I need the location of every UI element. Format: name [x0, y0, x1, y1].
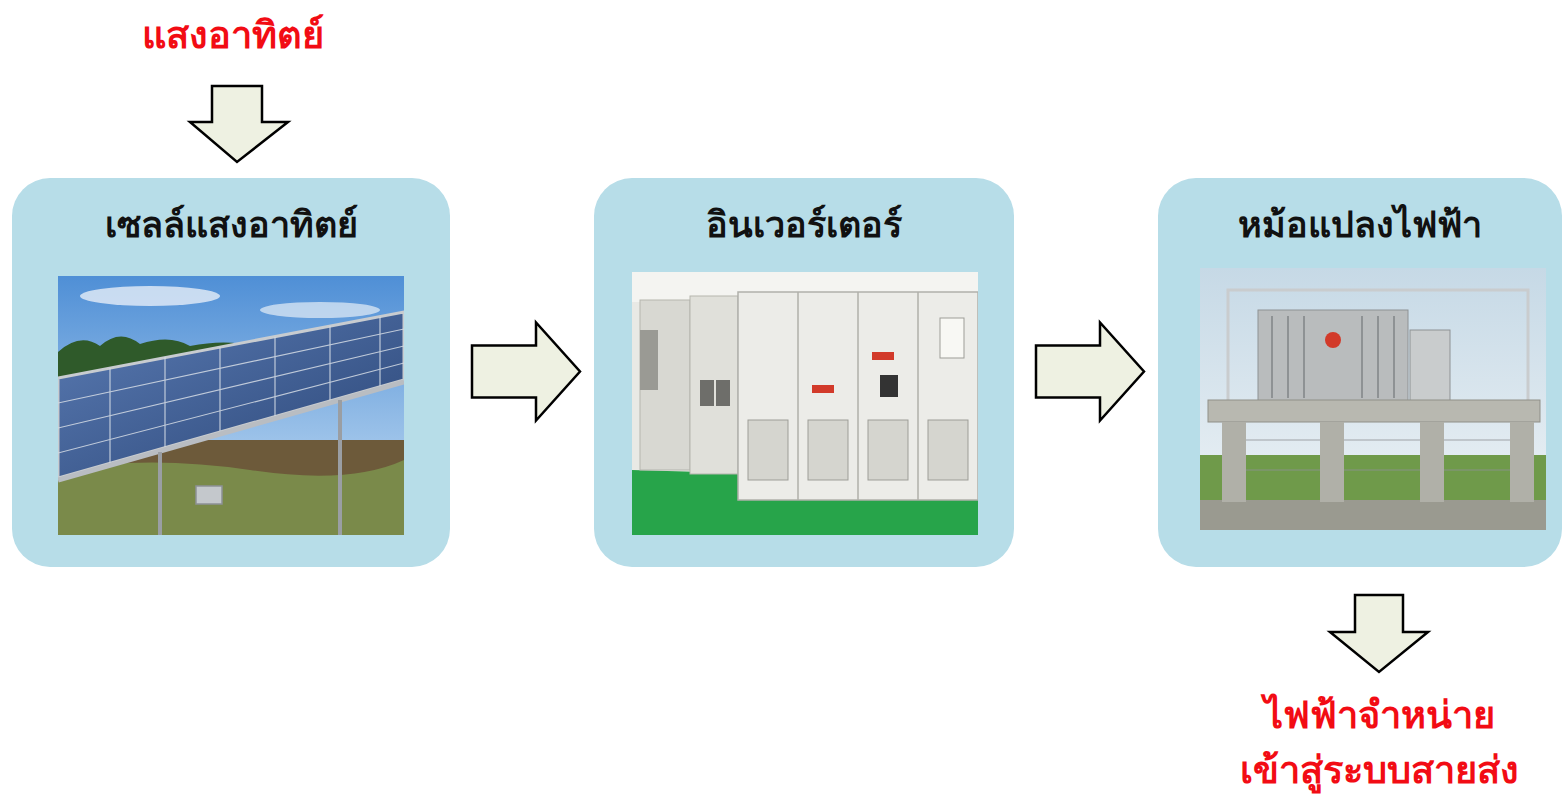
inverter-photo-part [917, 292, 919, 500]
solar-panel-photo-part [164, 357, 165, 447]
solar-panel-photo-part [58, 363, 404, 453]
inverter-photo-part [868, 420, 908, 480]
block-arrow [472, 323, 580, 421]
solar-panel-photo-part [196, 486, 222, 504]
solar-panel-photo-part [58, 276, 404, 535]
transformer-photo-part [1510, 422, 1534, 502]
inverter-photo-part [928, 420, 968, 480]
transformer-photo-part [1420, 422, 1444, 502]
solar-panel-photo-part [109, 368, 110, 463]
solar-panel-photo-part [379, 317, 380, 387]
inverter-photo-part [880, 375, 898, 397]
transformer-photo-part [1303, 316, 1305, 398]
transformer-photo-part [1272, 316, 1394, 398]
transformer-photo-part [1228, 290, 1528, 402]
solar-panel-photo-part [219, 347, 220, 431]
inverter-photo-part [812, 385, 834, 393]
transformer-photo-part [1246, 470, 1320, 471]
box-title: เซลล์แสงอาทิตย์ [12, 178, 450, 247]
transformer-photo-part [1271, 316, 1273, 398]
transformer-photo-part [1361, 316, 1363, 398]
flow-label: ไฟฟ้าจำหน่าย เข้าสู่ระบบสายส่ง [1240, 688, 1519, 798]
solar-panel-photo-part [58, 336, 404, 380]
inverter-photo [632, 272, 978, 535]
inverter-photo-part [700, 380, 714, 406]
inverter-photo-part [632, 272, 978, 535]
transformer-photo-part [1246, 440, 1510, 470]
transformer-photo-part [1325, 332, 1341, 348]
solar-panel-photo-part [80, 286, 220, 306]
inverter-photo-part [690, 296, 738, 474]
transformer-photo-part [1246, 440, 1320, 441]
flow-label: แสงอาทิตย์ [142, 8, 324, 63]
box-title: หม้อแปลงไฟฟ้า [1158, 178, 1562, 247]
inverter-photo-part [632, 470, 978, 535]
transformer-photo-part [1320, 422, 1344, 502]
block-arrow [1036, 323, 1144, 421]
solar-panel-photo-part [58, 329, 404, 403]
transformer-photo-part [1344, 470, 1420, 471]
transformer-photo [1200, 268, 1546, 530]
inverter-photo-part [857, 292, 859, 500]
inverter-photo-part [738, 292, 978, 500]
inverter-photo-part [640, 300, 690, 470]
solar-panel-photo-part [274, 337, 275, 416]
solar-panel-photo-part [58, 346, 404, 428]
solar-panel-photo-part [58, 382, 404, 480]
transformer-photo-part [1200, 455, 1546, 530]
inverter-photo-part [632, 272, 978, 302]
inverter-photo-part [872, 352, 894, 360]
solar-panel-photo-part [58, 312, 404, 478]
transformer-photo-part [1410, 330, 1450, 402]
transformer-photo-part [1200, 500, 1546, 530]
solar-panel-photo-part [329, 326, 330, 401]
inverter-photo-part [716, 380, 730, 406]
transformer-photo-part [1444, 470, 1510, 471]
solar-panel-photo-part [58, 460, 404, 535]
transformer-photo-part [1344, 440, 1420, 441]
transformer-photo-part [1200, 268, 1546, 530]
solar-panel-photo-part [58, 317, 404, 463]
process-box: เซลล์แสงอาทิตย์ [12, 178, 450, 567]
solar-panel-photo [58, 276, 404, 535]
solar-panel-photo-part [58, 440, 404, 535]
down-arrow [1330, 595, 1428, 672]
transformer-photo-part [1208, 400, 1540, 422]
solar-panel-photo-part [260, 302, 380, 318]
transformer-photo-part [1287, 316, 1289, 398]
down-arrow [190, 86, 288, 162]
inverter-photo-part [640, 330, 658, 390]
solar-panel-photo-part [338, 400, 342, 535]
inverter-photo-part [748, 420, 788, 480]
box-title: อินเวอร์เตอร์ [594, 178, 1014, 247]
process-box: อินเวอร์เตอร์ [594, 178, 1014, 567]
solar-panel-photo-part [158, 452, 162, 535]
transformer-photo-part [1222, 422, 1246, 502]
inverter-photo-part [808, 420, 848, 480]
inverter-photo-part [940, 318, 964, 358]
transformer-photo-part [1444, 440, 1510, 441]
transformer-photo-part [1377, 316, 1379, 398]
inverter-photo-part [797, 292, 799, 500]
transformer-photo-part [1258, 310, 1408, 402]
process-box: หม้อแปลงไฟฟ้า [1158, 178, 1562, 567]
transformer-photo-part [1393, 316, 1395, 398]
